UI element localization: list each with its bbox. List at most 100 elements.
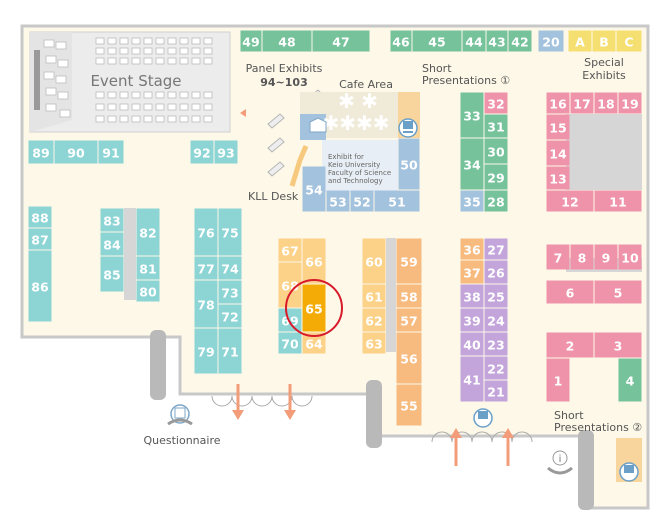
booth-16-box[interactable] (546, 92, 570, 114)
booth-75[interactable]: 75 (218, 208, 242, 256)
booth-67-box[interactable] (278, 238, 302, 262)
booth-56-box[interactable] (396, 332, 422, 384)
booth-52-box[interactable] (350, 190, 374, 212)
booth-70-box[interactable] (278, 332, 302, 354)
booth-19-box[interactable] (618, 92, 642, 114)
booth-45-box[interactable] (412, 30, 462, 52)
booth-62[interactable]: 62 (362, 308, 386, 332)
booth-42-box[interactable] (508, 30, 532, 52)
booth-53[interactable]: 53 (326, 190, 350, 212)
booth-c[interactable]: C (616, 30, 642, 52)
booth-25[interactable]: 25 (484, 284, 508, 308)
booth-24[interactable]: 24 (484, 308, 508, 332)
booth-30[interactable]: 30 (484, 138, 508, 164)
booth-1[interactable]: 1 (546, 358, 570, 402)
booth-58-box[interactable] (396, 284, 422, 308)
booth-48[interactable]: 48 (262, 30, 312, 52)
booth-89-box[interactable] (28, 140, 54, 164)
booth-50-box[interactable] (398, 138, 420, 190)
booth-8-box[interactable] (570, 244, 594, 270)
booth-80-box[interactable] (136, 280, 160, 302)
booth-93-box[interactable] (214, 140, 238, 164)
booth-90[interactable]: 90 (54, 140, 98, 164)
booth-27-box[interactable] (484, 238, 508, 260)
booth-8[interactable]: 8 (570, 244, 594, 270)
booth-17-box[interactable] (570, 92, 594, 114)
booth-75-box[interactable] (218, 208, 242, 256)
booth-7[interactable]: 7 (546, 244, 570, 270)
booth-21[interactable]: 21 (484, 380, 508, 402)
booth-78[interactable]: 78 (194, 280, 218, 328)
booth-25-box[interactable] (484, 284, 508, 308)
booth-66[interactable]: 66 (302, 238, 326, 284)
booth-31[interactable]: 31 (484, 114, 508, 138)
booth-64-box[interactable] (302, 332, 326, 354)
booth-85-box[interactable] (100, 256, 124, 292)
booth-51[interactable]: 51 (374, 190, 420, 212)
booth-10[interactable]: 10 (618, 244, 642, 270)
booth-28[interactable]: 28 (484, 190, 508, 212)
booth-65-box[interactable] (302, 284, 326, 332)
booth-55[interactable]: 55 (396, 384, 422, 426)
booth-63-box[interactable] (362, 332, 386, 354)
booth-49[interactable]: 49 (240, 30, 262, 52)
booth-3[interactable]: 3 (594, 332, 642, 358)
booth-18-box[interactable] (594, 92, 618, 114)
booth-76-box[interactable] (194, 208, 218, 256)
booth-64[interactable]: 64 (302, 332, 326, 354)
booth-47[interactable]: 47 (312, 30, 370, 52)
booth-74-box[interactable] (218, 256, 242, 280)
booth-26[interactable]: 26 (484, 260, 508, 284)
booth-45[interactable]: 45 (412, 30, 462, 52)
booth-c-box[interactable] (616, 30, 642, 52)
booth-61-box[interactable] (362, 284, 386, 308)
booth-34-box[interactable] (460, 138, 484, 190)
booth-93[interactable]: 93 (214, 140, 238, 164)
booth-2[interactable]: 2 (546, 332, 594, 358)
booth-88-box[interactable] (28, 206, 52, 228)
booth-28-box[interactable] (484, 190, 508, 212)
booth-40-box[interactable] (460, 332, 484, 356)
booth-80[interactable]: 80 (136, 280, 160, 302)
booth-4[interactable]: 4 (618, 358, 642, 402)
booth-54-box[interactable] (302, 166, 326, 212)
booth-54[interactable]: 54 (302, 166, 326, 212)
booth-69-box[interactable] (278, 308, 302, 332)
booth-59[interactable]: 59 (396, 238, 422, 284)
booth-70[interactable]: 70 (278, 332, 302, 354)
booth-11[interactable]: 11 (594, 190, 642, 212)
booth-10-box[interactable] (618, 244, 642, 270)
booth-79-box[interactable] (194, 328, 218, 374)
booth-40[interactable]: 40 (460, 332, 484, 356)
booth-34[interactable]: 34 (460, 138, 484, 190)
booth-55-box[interactable] (396, 384, 422, 426)
booth-71-box[interactable] (218, 328, 242, 374)
booth-7-box[interactable] (546, 244, 570, 270)
booth-12-box[interactable] (546, 190, 594, 212)
booth-b-box[interactable] (592, 30, 616, 52)
booth-9-box[interactable] (594, 244, 618, 270)
booth-73-box[interactable] (218, 280, 242, 304)
booth-13[interactable]: 13 (546, 166, 570, 190)
booth-35-box[interactable] (460, 190, 484, 212)
booth-18[interactable]: 18 (594, 92, 618, 114)
booth-76[interactable]: 76 (194, 208, 218, 256)
booth-82-box[interactable] (136, 208, 160, 256)
booth-27[interactable]: 27 (484, 238, 508, 260)
booth-73[interactable]: 73 (218, 280, 242, 304)
booth-33-box[interactable] (460, 92, 484, 138)
booth-35[interactable]: 35 (460, 190, 484, 212)
booth-43-box[interactable] (486, 30, 508, 52)
booth-52[interactable]: 52 (350, 190, 374, 212)
booth-79[interactable]: 79 (194, 328, 218, 374)
booth-82[interactable]: 82 (136, 208, 160, 256)
booth-14[interactable]: 14 (546, 140, 570, 166)
booth-91[interactable]: 91 (98, 140, 124, 164)
booth-48-box[interactable] (262, 30, 312, 52)
booth-68-box[interactable] (278, 262, 302, 308)
booth-15[interactable]: 15 (546, 114, 570, 140)
booth-38-box[interactable] (460, 284, 484, 308)
booth-30-box[interactable] (484, 138, 508, 164)
booth-6[interactable]: 6 (546, 280, 594, 304)
booth-15-box[interactable] (546, 114, 570, 140)
